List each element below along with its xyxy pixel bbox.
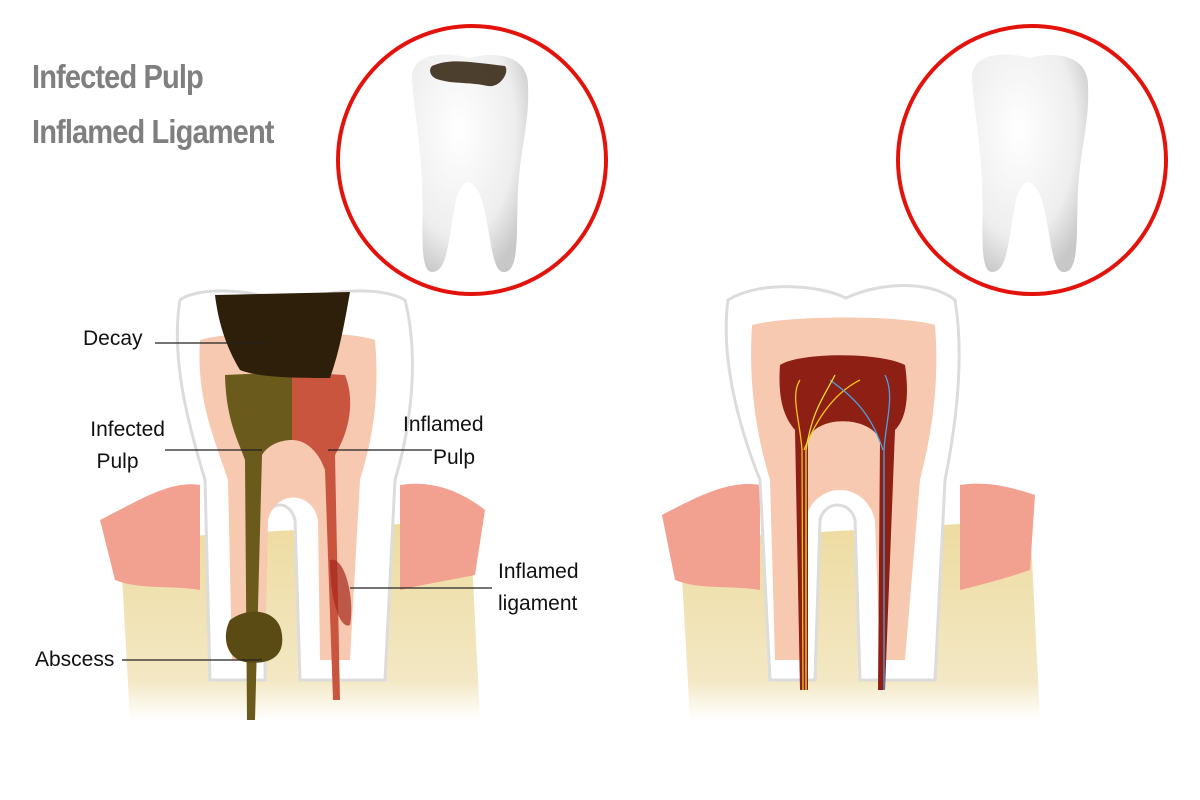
title-line-2: Inflamed Ligament — [32, 113, 274, 150]
inflamed-ligament — [330, 559, 352, 626]
gum — [100, 483, 485, 590]
infected-pulp — [225, 372, 292, 720]
decayed-tooth-inset — [336, 24, 608, 296]
inflamed-pulp — [292, 372, 351, 700]
label-inflamed-pulp-1: Inflamed — [403, 413, 484, 436]
decay — [215, 292, 350, 378]
label-infected-pulp-1: Infected — [90, 418, 165, 441]
infected-tooth-cross-section — [100, 289, 492, 720]
label-inflamed-ligament-2: ligament — [498, 592, 578, 615]
label-infected-pulp-2: Pulp — [96, 450, 139, 473]
gum — [662, 483, 1035, 590]
healthy-pulp — [779, 355, 907, 690]
label-inflamed-ligament-1: Inflamed — [498, 560, 579, 583]
label-decay: Decay — [83, 327, 143, 350]
label-abscess: Abscess — [35, 648, 115, 671]
healthy-tooth-cross-section — [662, 284, 1040, 720]
abscess — [225, 611, 283, 663]
title-line-1: Infected Pulp — [32, 58, 204, 95]
label-inflamed-pulp-2: Pulp — [433, 446, 476, 469]
healthy-tooth-inset — [896, 24, 1168, 296]
